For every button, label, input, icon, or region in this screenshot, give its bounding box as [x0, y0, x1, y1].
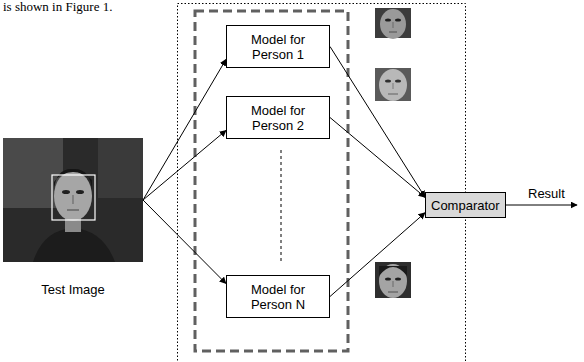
- connector-arrow: [330, 118, 425, 198]
- comparator-box: Comparator: [425, 192, 506, 218]
- face-thumbnail: [375, 68, 411, 101]
- system-boundary: [178, 4, 466, 362]
- face-thumbnail: [375, 8, 411, 39]
- face-photo: [3, 138, 143, 262]
- connector-arrow: [143, 59, 226, 200]
- connector-arrow: [143, 200, 226, 284]
- model-box: Model for Person 1: [226, 25, 330, 68]
- connector-arrow: [330, 47, 425, 198]
- face-thumbnail: [375, 262, 411, 298]
- output-label: Result: [528, 186, 565, 201]
- image-caption: Test Image: [3, 282, 143, 297]
- ellipsis-line: [281, 150, 282, 262]
- box-label: Comparator: [431, 198, 500, 213]
- text-fragment: is shown in Figure 1.: [3, 0, 112, 14]
- box-label: Model for Person 2: [237, 103, 319, 133]
- model-group-boundary: [195, 11, 348, 351]
- output-arrow: [506, 205, 577, 206]
- test-image: Test Image: [3, 138, 143, 297]
- connector-arrow: [330, 213, 425, 297]
- connector-arrow: [143, 130, 226, 200]
- model-box: Model for Person N: [226, 275, 330, 318]
- box-label: Model for Person N: [237, 282, 319, 312]
- box-label: Model for Person 1: [237, 32, 319, 62]
- model-box: Model for Person 2: [226, 96, 330, 139]
